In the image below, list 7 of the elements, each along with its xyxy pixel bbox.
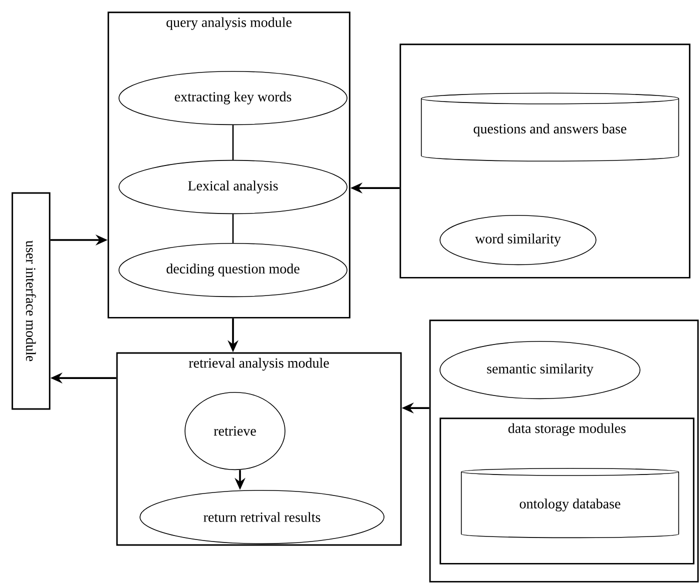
- database-cylinder: ontology database: [460, 468, 680, 538]
- group-box: [429, 320, 699, 582]
- database-cylinder: questions and answers base: [420, 92, 680, 162]
- connector-line: [232, 214, 234, 243]
- connector-line: [232, 125, 234, 160]
- group-box: [400, 44, 690, 278]
- module-box: user interface module: [12, 192, 50, 410]
